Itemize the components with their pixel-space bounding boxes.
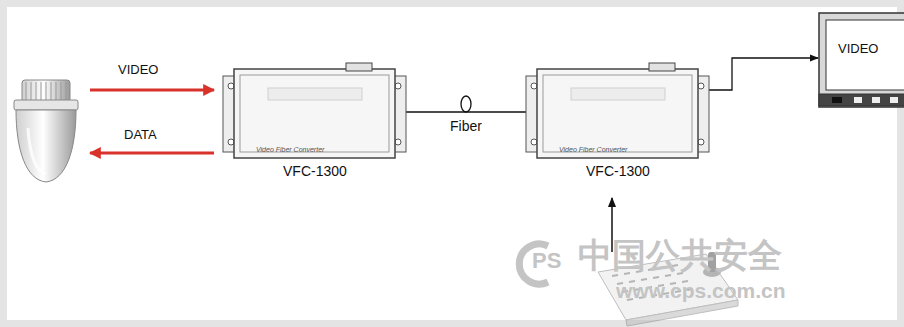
signal-arrow (90, 152, 214, 155)
monitor-screen (819, 94, 904, 106)
panel-caption: Video Fiber Converter (559, 146, 627, 154)
dome-camera (14, 100, 78, 110)
monitor-screen (872, 97, 880, 103)
converter-housing (531, 139, 537, 145)
converter-housing (698, 139, 704, 145)
converter-housing (571, 88, 665, 100)
edge-label: Fiber (448, 118, 484, 134)
converter-housing (698, 83, 704, 89)
converter-housing (525, 62, 710, 160)
keyboard-controller (626, 300, 738, 326)
converter-housing (228, 139, 234, 145)
dome-camera (26, 82, 66, 100)
watermark-url: www.cps.com.cn (616, 279, 786, 303)
device-model-label: VFC-1300 (586, 163, 650, 179)
converter-housing (395, 139, 401, 145)
converter-housing (543, 75, 692, 152)
dome-camera (16, 110, 76, 182)
converter-housing (537, 69, 698, 158)
converter-housing (395, 83, 401, 89)
screen-label: VIDEO (838, 42, 878, 57)
monitor-screen (826, 20, 904, 90)
monitor-screen (890, 97, 898, 103)
converter-housing (222, 62, 407, 160)
signal-label: DATA (124, 128, 157, 143)
signal-arrow (90, 90, 214, 153)
monitor-screen (854, 97, 862, 103)
converter-housing (234, 69, 395, 158)
converter-node: Video Fiber ConverterVFC-1300 (222, 62, 407, 181)
converter-housing (228, 83, 234, 89)
dome-camera (22, 80, 70, 102)
fiber-loop (461, 96, 471, 112)
video-output-arrow (708, 58, 818, 90)
monitor-node: VIDEO (818, 12, 904, 108)
converter-housing (240, 75, 389, 152)
panel-caption: Video Fiber Converter (256, 146, 324, 154)
signal-label: VIDEO (118, 63, 158, 78)
page-ground (7, 7, 897, 320)
converter-node: Video Fiber ConverterVFC-1300 (525, 62, 710, 181)
converter-housing (531, 83, 537, 89)
watermark-text: 中国公共安全 (578, 236, 782, 275)
watermark-logo-text: PS (532, 248, 561, 273)
dome-camera (14, 80, 78, 182)
converter-housing (346, 63, 372, 71)
converter-housing (649, 63, 675, 71)
signal-arrow (90, 89, 214, 92)
monitor-screen (818, 12, 904, 108)
converter-housing (268, 88, 362, 100)
monitor-screen (832, 97, 842, 103)
dome-camera (28, 128, 46, 174)
device-model-label: VFC-1300 (283, 163, 347, 179)
